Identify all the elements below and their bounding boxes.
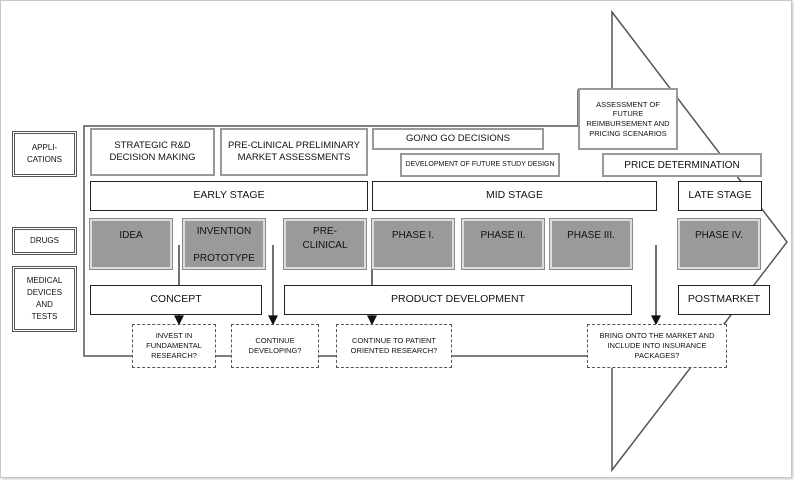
side-label-medical-devices: MEDICAL DEVICES AND TESTS bbox=[12, 266, 77, 332]
phase-invention-prototype: INVENTION PROTOTYPE bbox=[182, 218, 266, 270]
reimbursement-box: ASSESSMENT OF FUTURE REIMBURSEMENT AND P… bbox=[578, 88, 678, 150]
strategic-rd-box: STRATEGIC R&D DECISION MAKING bbox=[90, 128, 215, 176]
product-development-box: PRODUCT DEVELOPMENT bbox=[284, 285, 632, 315]
decision-market-box: BRING ONTO THE MARKET AND INCLUDE INTO I… bbox=[587, 324, 727, 368]
concept-box: CONCEPT bbox=[90, 285, 262, 315]
decision-patient-research-box: CONTINUE TO PATIENT ORIENTED RESEARCH? bbox=[336, 324, 452, 368]
future-study-box: DEVELOPMENT OF FUTURE STUDY DESIGN bbox=[400, 153, 560, 177]
phase-4: PHASE IV. bbox=[677, 218, 761, 270]
phase-3: PHASE III. bbox=[549, 218, 633, 270]
mid-stage-box: MID STAGE bbox=[372, 181, 657, 211]
decision-invest-box: INVEST IN FUNDAMENTAL RESEARCH? bbox=[132, 324, 216, 368]
arrowhead bbox=[651, 315, 661, 326]
arrowhead bbox=[268, 315, 278, 326]
price-determination-box: PRICE DETERMINATION bbox=[602, 153, 762, 177]
early-stage-box: EARLY STAGE bbox=[90, 181, 368, 211]
phase-2: PHASE II. bbox=[461, 218, 545, 270]
decision-continue-developing-box: CONTINUE DEVELOPING? bbox=[231, 324, 319, 368]
late-stage-box: LATE STAGE bbox=[678, 181, 762, 211]
phase-1: PHASE I. bbox=[371, 218, 455, 270]
go-no-go-box: GO/NO GO DECISIONS bbox=[372, 128, 544, 150]
postmarket-box: POSTMARKET bbox=[678, 285, 770, 315]
phase-idea: IDEA bbox=[89, 218, 173, 270]
side-label-applications: APPLI- CATIONS bbox=[12, 131, 77, 177]
phase-preclinical: PRE- CLINICAL bbox=[283, 218, 367, 270]
arrowhead bbox=[174, 315, 184, 326]
arrowhead bbox=[367, 315, 377, 326]
side-label-drugs: DRUGS bbox=[12, 227, 77, 255]
preclinical-market-box: PRE-CLINICAL PRELIMINARY MARKET ASSESSME… bbox=[220, 128, 368, 176]
